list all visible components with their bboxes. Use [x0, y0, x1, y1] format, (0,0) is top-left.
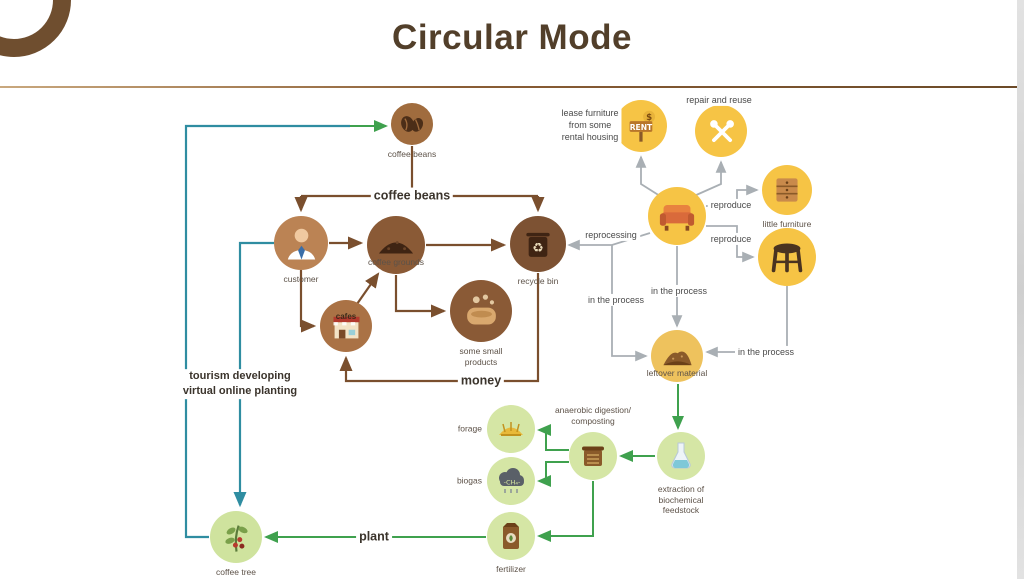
edge-label-in-process-left: in the process	[584, 293, 648, 307]
node-cafes	[320, 300, 372, 352]
node-label-extraction: extraction of biochemical feedstock	[657, 484, 705, 516]
edge-label-lease-label: lease furniture from some rental housing	[558, 106, 622, 144]
node-label-fertilizer: fertilizer	[496, 564, 526, 574]
edge-sofa-to-rent	[635, 155, 661, 197]
logo-swoosh	[0, 0, 71, 57]
soap-icon	[458, 288, 505, 335]
svg-text:♻: ♻	[532, 241, 544, 256]
tools-icon	[702, 112, 741, 151]
node-customer	[274, 216, 328, 270]
edge-label-reproduce-bottom: reproduce	[707, 232, 755, 246]
node-repair	[695, 105, 747, 157]
edge-compost-to-forage	[537, 424, 569, 451]
edge-label-tourism: tourism developing virtual online planti…	[179, 369, 301, 399]
dresser-icon	[768, 171, 806, 209]
node-label-cafes: cafes	[335, 312, 357, 321]
node-forage	[487, 405, 535, 453]
node-label-recycle-bin: recycle bin	[517, 276, 559, 286]
recycle-bin-icon: ♻	[517, 223, 559, 265]
rent-icon: $RENT	[622, 107, 661, 146]
node-coffee-beans-top	[391, 103, 433, 145]
node-label-composting: anaerobic digestion/ composting	[554, 404, 632, 426]
edge-label-reprocessing: reprocessing	[582, 228, 640, 242]
coffee-beans-icon	[396, 108, 428, 140]
svg-text:-CH₄-: -CH₄-	[504, 479, 521, 487]
node-label-coffee-grounds: coffee grounds	[367, 257, 425, 267]
node-composting	[569, 432, 617, 480]
node-small-products	[450, 280, 512, 342]
edge-sofa-to-repair	[693, 160, 727, 197]
edge-label-in-process-mid: in the process	[647, 284, 711, 298]
node-sofa	[648, 187, 706, 245]
node-label-small-products: some small products	[459, 346, 503, 367]
edge-money-to-cafes	[339, 273, 540, 383]
edge-label-repair-label: repair and reuse	[683, 93, 755, 107]
node-coffee-tree	[210, 511, 262, 563]
node-fertilizer	[487, 512, 535, 560]
edge-compost-to-fertilizer	[537, 481, 594, 542]
edge-compost-to-biogas	[537, 461, 569, 487]
edge-grounds-to-products	[394, 275, 447, 318]
node-label-dresser: little furniture	[762, 219, 812, 229]
sofa-icon	[655, 194, 699, 238]
edge-label-money: money	[457, 372, 505, 390]
edge-cafes-to-grounds	[356, 272, 380, 305]
customer-icon	[281, 223, 322, 264]
edge-stool-to-leftover	[705, 286, 788, 358]
node-label-biogas: biogas	[456, 475, 482, 486]
node-label-customer: customer	[283, 274, 319, 284]
node-recycle-bin: ♻	[510, 216, 566, 272]
node-rent: $RENT	[615, 100, 667, 152]
window-edge	[1017, 0, 1024, 579]
svg-text:$: $	[646, 113, 652, 123]
edge-label-coffee-beans-line: coffee beans	[370, 187, 454, 205]
flask-icon	[663, 438, 699, 474]
stool-icon	[765, 235, 809, 279]
node-dresser	[762, 165, 812, 215]
hay-icon	[493, 411, 529, 447]
fertilizer-bag-icon	[493, 518, 529, 554]
node-label-coffee-tree: coffee tree	[215, 567, 257, 577]
node-leftover	[651, 330, 703, 382]
node-stool	[758, 228, 816, 286]
node-label-coffee-beans-top: coffee beans	[387, 149, 437, 159]
pile-icon	[658, 337, 697, 376]
node-extraction	[657, 432, 705, 480]
node-label-leftover: leftover material	[646, 368, 708, 378]
svg-text:RENT: RENT	[629, 122, 652, 131]
edge-label-plant: plant	[356, 528, 392, 546]
header-divider	[0, 86, 1024, 88]
biogas-icon: -CH₄-	[493, 463, 529, 499]
edge-label-reproduce-top: reproduce	[707, 198, 755, 212]
node-label-forage: forage	[457, 423, 482, 434]
node-coffee-grounds	[367, 216, 425, 274]
edge-label-in-process-right: in the process	[734, 345, 798, 359]
page-title: Circular Mode	[392, 18, 632, 57]
coffee-grounds-icon	[374, 223, 418, 267]
coffee-tree-icon	[217, 518, 256, 557]
node-biogas: -CH₄-	[487, 457, 535, 505]
compost-icon	[575, 438, 611, 474]
